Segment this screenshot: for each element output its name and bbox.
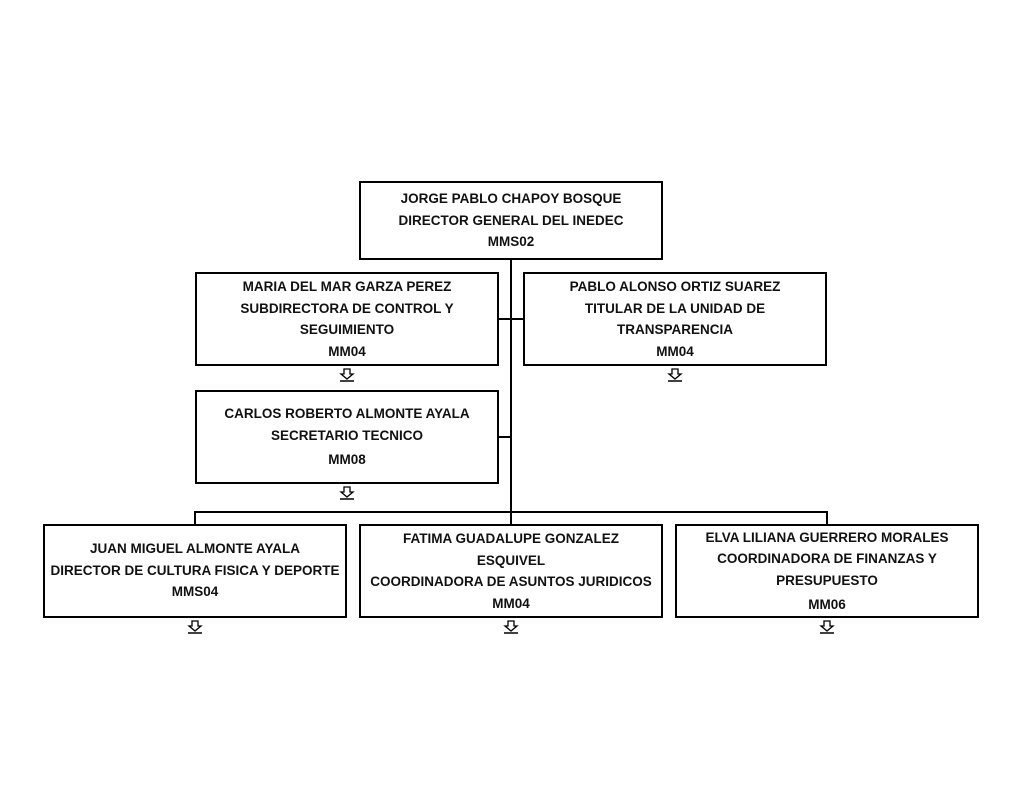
person-name-line-2: ESQUIVEL bbox=[476, 552, 546, 568]
position-title-line-2: PRESUPUESTO bbox=[776, 572, 878, 588]
position-code: MM06 bbox=[808, 597, 846, 612]
position-title: DIRECTOR GENERAL DEL INEDEC bbox=[398, 212, 624, 228]
person-name: JORGE PABLO CHAPOY BOSQUE bbox=[400, 191, 622, 207]
position-code: MMS02 bbox=[487, 234, 535, 250]
org-box-subdirectora-control[interactable]: MARIA DEL MAR GARZA PEREZ SUBDIRECTORA D… bbox=[195, 272, 499, 366]
org-box-secretario-tecnico[interactable]: CARLOS ROBERTO ALMONTE AYALA SECRETARIO … bbox=[195, 390, 499, 484]
position-code: MM04 bbox=[328, 343, 366, 359]
expand-down-arrow-icon[interactable] bbox=[819, 620, 835, 634]
position-code: MM04 bbox=[492, 595, 530, 611]
org-box-titular-transparencia[interactable]: PABLO ALONSO ORTIZ SUAREZ TITULAR DE LA … bbox=[523, 272, 827, 366]
connector-mid-left bbox=[498, 318, 511, 320]
connector-secretary bbox=[498, 436, 511, 438]
position-code: MM08 bbox=[328, 452, 366, 468]
person-name: MARIA DEL MAR GARZA PEREZ bbox=[242, 279, 452, 294]
position-code: MMS04 bbox=[171, 584, 219, 599]
position-title-line-2: TRANSPARENCIA bbox=[616, 322, 733, 337]
position-title: SECRETARIO TECNICO bbox=[270, 427, 423, 443]
org-box-director-general[interactable]: JORGE PABLO CHAPOY BOSQUE DIRECTOR GENER… bbox=[359, 181, 663, 260]
position-title-line-1: COORDINADORA DE FINANZAS Y bbox=[717, 551, 937, 566]
expand-down-arrow-icon[interactable] bbox=[187, 620, 203, 634]
person-name-line-1: FATIMA GUADALUPE GONZALEZ bbox=[403, 531, 619, 546]
person-name: PABLO ALONSO ORTIZ SUAREZ bbox=[569, 279, 781, 294]
main-vertical-connector bbox=[510, 259, 512, 512]
person-name: JUAN MIGUEL ALMONTE AYALA bbox=[89, 541, 301, 556]
person-name: ELVA LILIANA GUERRERO MORALES bbox=[705, 529, 949, 545]
drop-bottom-left bbox=[194, 511, 196, 525]
person-name: CARLOS ROBERTO ALMONTE AYALA bbox=[224, 406, 470, 422]
position-title-line-1: TITULAR DE LA UNIDAD DE bbox=[584, 300, 766, 316]
position-title-line-2: SEGUIMIENTO bbox=[299, 322, 395, 337]
connector-mid-right bbox=[511, 318, 524, 320]
org-box-coordinadora-finanzas[interactable]: ELVA LILIANA GUERRERO MORALES COORDINADO… bbox=[675, 524, 979, 618]
expand-down-arrow-icon[interactable] bbox=[339, 368, 355, 382]
drop-bottom-center bbox=[510, 511, 512, 525]
org-box-coordinadora-juridicos[interactable]: FATIMA GUADALUPE GONZALEZ ESQUIVEL COORD… bbox=[359, 524, 663, 618]
position-title-line-1: SUBDIRECTORA DE CONTROL Y bbox=[240, 300, 454, 316]
expand-down-arrow-icon[interactable] bbox=[667, 368, 683, 382]
position-code: MM04 bbox=[656, 343, 694, 359]
expand-down-arrow-icon[interactable] bbox=[339, 486, 355, 500]
position-title: COORDINADORA DE ASUNTOS JURIDICOS bbox=[370, 574, 652, 589]
drop-bottom-right bbox=[826, 511, 828, 525]
expand-down-arrow-icon[interactable] bbox=[503, 620, 519, 634]
org-box-director-cultura-fisica[interactable]: JUAN MIGUEL ALMONTE AYALA DIRECTOR DE CU… bbox=[43, 524, 347, 618]
position-title: DIRECTOR DE CULTURA FISICA Y DEPORTE bbox=[50, 562, 340, 578]
